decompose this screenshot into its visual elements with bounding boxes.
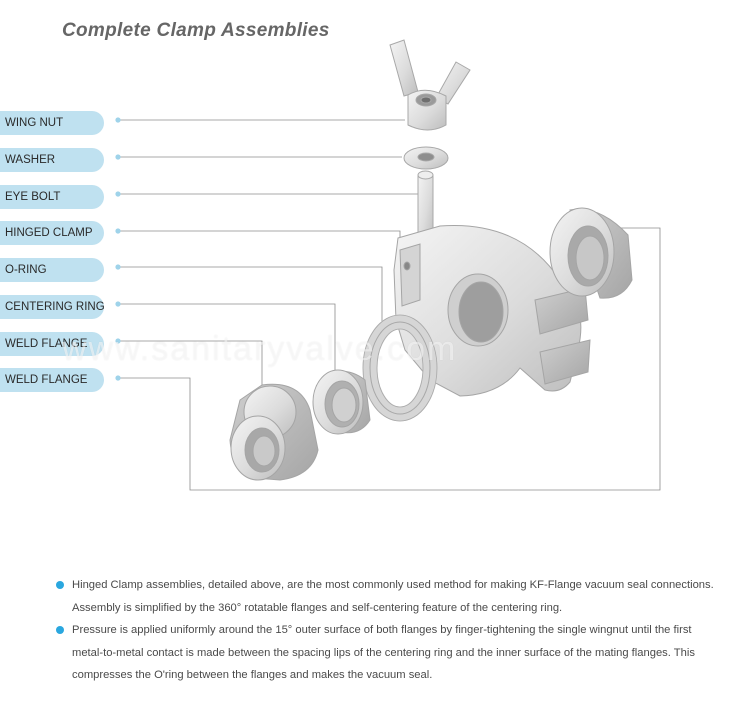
weld-flange-left-part	[229, 383, 319, 481]
hinged-clamp-part	[393, 224, 591, 397]
washer-part	[403, 146, 449, 170]
connector-centering-ring	[118, 303, 336, 372]
label-eye-bolt: EYE BOLT	[0, 185, 104, 209]
bullet-icon	[56, 626, 64, 634]
o-ring-part	[362, 314, 438, 422]
connector-weld-flange-1	[118, 340, 263, 390]
description-notes: Hinged Clamp assemblies, detailed above,…	[56, 574, 716, 687]
note-line: metal-to-metal contact is made between t…	[72, 646, 695, 659]
note-line: Hinged Clamp assemblies, detailed above,…	[72, 579, 714, 591]
note-item: Pressure is applied uniformly around the…	[56, 619, 716, 687]
wing-nut-part	[389, 39, 471, 131]
connector-dots	[115, 117, 121, 381]
dot-washer	[115, 154, 121, 160]
dot-eye-bolt	[115, 191, 121, 197]
connector-weld-flange-2	[118, 227, 661, 491]
dot-weld-flange-1	[115, 338, 121, 344]
watermark-text: www.sanitaryvalve.com	[62, 330, 458, 368]
label-washer: WASHER	[0, 148, 104, 172]
dot-o-ring	[115, 264, 121, 270]
diagram-title: Complete Clamp Assemblies	[62, 20, 330, 41]
label-weld-flange-2: WELD FLANGE	[0, 368, 104, 392]
label-centering-ring: CENTERING RING	[0, 295, 105, 319]
connector-o-ring	[118, 266, 383, 330]
dot-weld-flange-2	[115, 375, 121, 381]
label-hinged-clamp: HINGED CLAMP	[0, 221, 104, 245]
weld-flange-right-part	[549, 207, 633, 299]
bullet-icon	[56, 581, 64, 589]
note-line: Pressure is applied uniformly around the…	[72, 624, 692, 636]
label-weld-flange-1: WELD FLANGE	[0, 332, 104, 356]
note-line: compresses the O'ring between the flange…	[72, 669, 433, 681]
note-line: Assembly is simplified by the 360° rotat…	[72, 601, 563, 614]
dot-centering-ring	[115, 301, 121, 307]
dot-hinged-clamp	[115, 228, 121, 234]
connector-hinged-clamp	[118, 230, 401, 240]
centering-ring-part	[312, 369, 371, 435]
dot-wing-nut	[115, 117, 121, 123]
label-o-ring: O-RING	[0, 258, 104, 282]
note-item: Hinged Clamp assemblies, detailed above,…	[56, 574, 716, 619]
label-wing-nut: WING NUT	[0, 111, 104, 135]
